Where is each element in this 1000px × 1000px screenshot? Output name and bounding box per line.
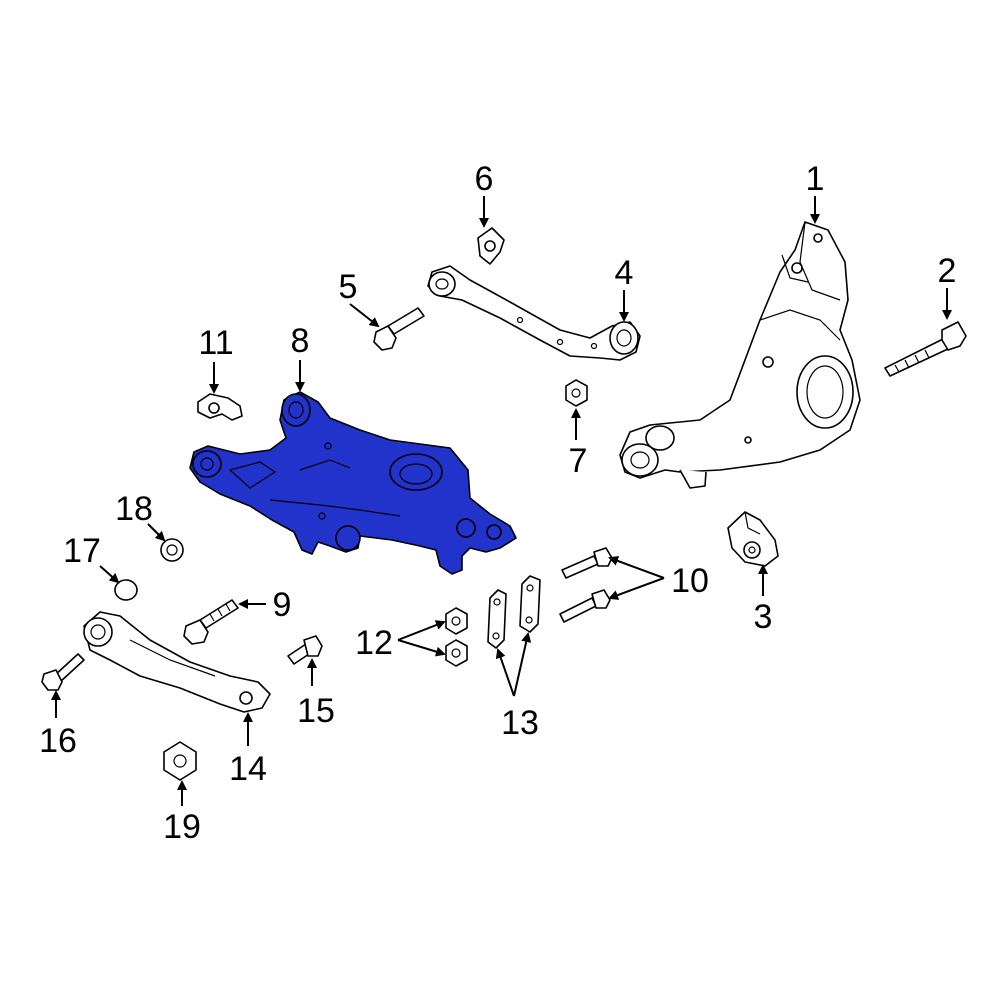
callout-labels: 1 2 3 4 5 6 7 8 9 10 11 12 13 14 15 16 1…: [39, 160, 956, 846]
part-18-bushing[interactable]: [160, 538, 184, 562]
part-17-washer[interactable]: [114, 579, 138, 601]
part-19-nut[interactable]: [163, 741, 197, 781]
part-6-cam-washer[interactable]: [477, 227, 505, 265]
leader-12a: [397, 620, 446, 641]
leader-17: [99, 565, 120, 584]
callout-3: 3: [754, 598, 773, 636]
callout-19: 19: [163, 808, 201, 846]
callout-12: 12: [355, 624, 393, 662]
callout-14: 14: [229, 750, 267, 788]
callout-6: 6: [475, 160, 494, 198]
leader-12b: [397, 639, 446, 657]
part-10-bolts[interactable]: [559, 547, 613, 623]
leader-10a: [608, 556, 665, 579]
part-12-nuts[interactable]: [445, 607, 468, 667]
leader-13b: [513, 632, 532, 697]
callout-10: 10: [671, 562, 709, 600]
callout-16: 16: [39, 722, 77, 760]
callout-8: 8: [291, 322, 310, 360]
part-1-knuckle[interactable]: [619, 221, 861, 489]
callout-11: 11: [198, 324, 233, 362]
leader-5: [349, 303, 380, 328]
part-15-bolt[interactable]: [287, 635, 323, 665]
part-9-bolt[interactable]: [183, 599, 239, 645]
part-2-long-bolt[interactable]: [884, 321, 967, 377]
callout-4: 4: [615, 254, 634, 292]
part-11-clip[interactable]: [197, 393, 243, 421]
part-14-lower-arm[interactable]: [83, 611, 271, 713]
leader-10b: [608, 577, 665, 600]
callout-2: 2: [938, 252, 957, 290]
part-5-bolt[interactable]: [373, 307, 425, 351]
part-4-upper-arm[interactable]: [427, 265, 641, 361]
part-7-nut[interactable]: [565, 379, 588, 407]
callout-13: 13: [501, 704, 539, 742]
callout-18: 18: [115, 490, 153, 528]
callout-1: 1: [806, 160, 825, 198]
leader-18: [147, 523, 166, 542]
part-8-crossmember[interactable]: [189, 391, 517, 575]
leader-13a: [495, 648, 515, 697]
callout-15: 15: [297, 692, 335, 730]
part-3-bracket[interactable]: [727, 511, 779, 567]
callout-9: 9: [273, 586, 292, 624]
leader-lines: [51, 196, 952, 806]
callout-7: 7: [569, 442, 588, 480]
callout-5: 5: [339, 268, 358, 306]
part-13-plates[interactable]: [487, 575, 541, 649]
callout-17: 17: [63, 532, 101, 570]
part-16-bolt[interactable]: [41, 653, 85, 691]
